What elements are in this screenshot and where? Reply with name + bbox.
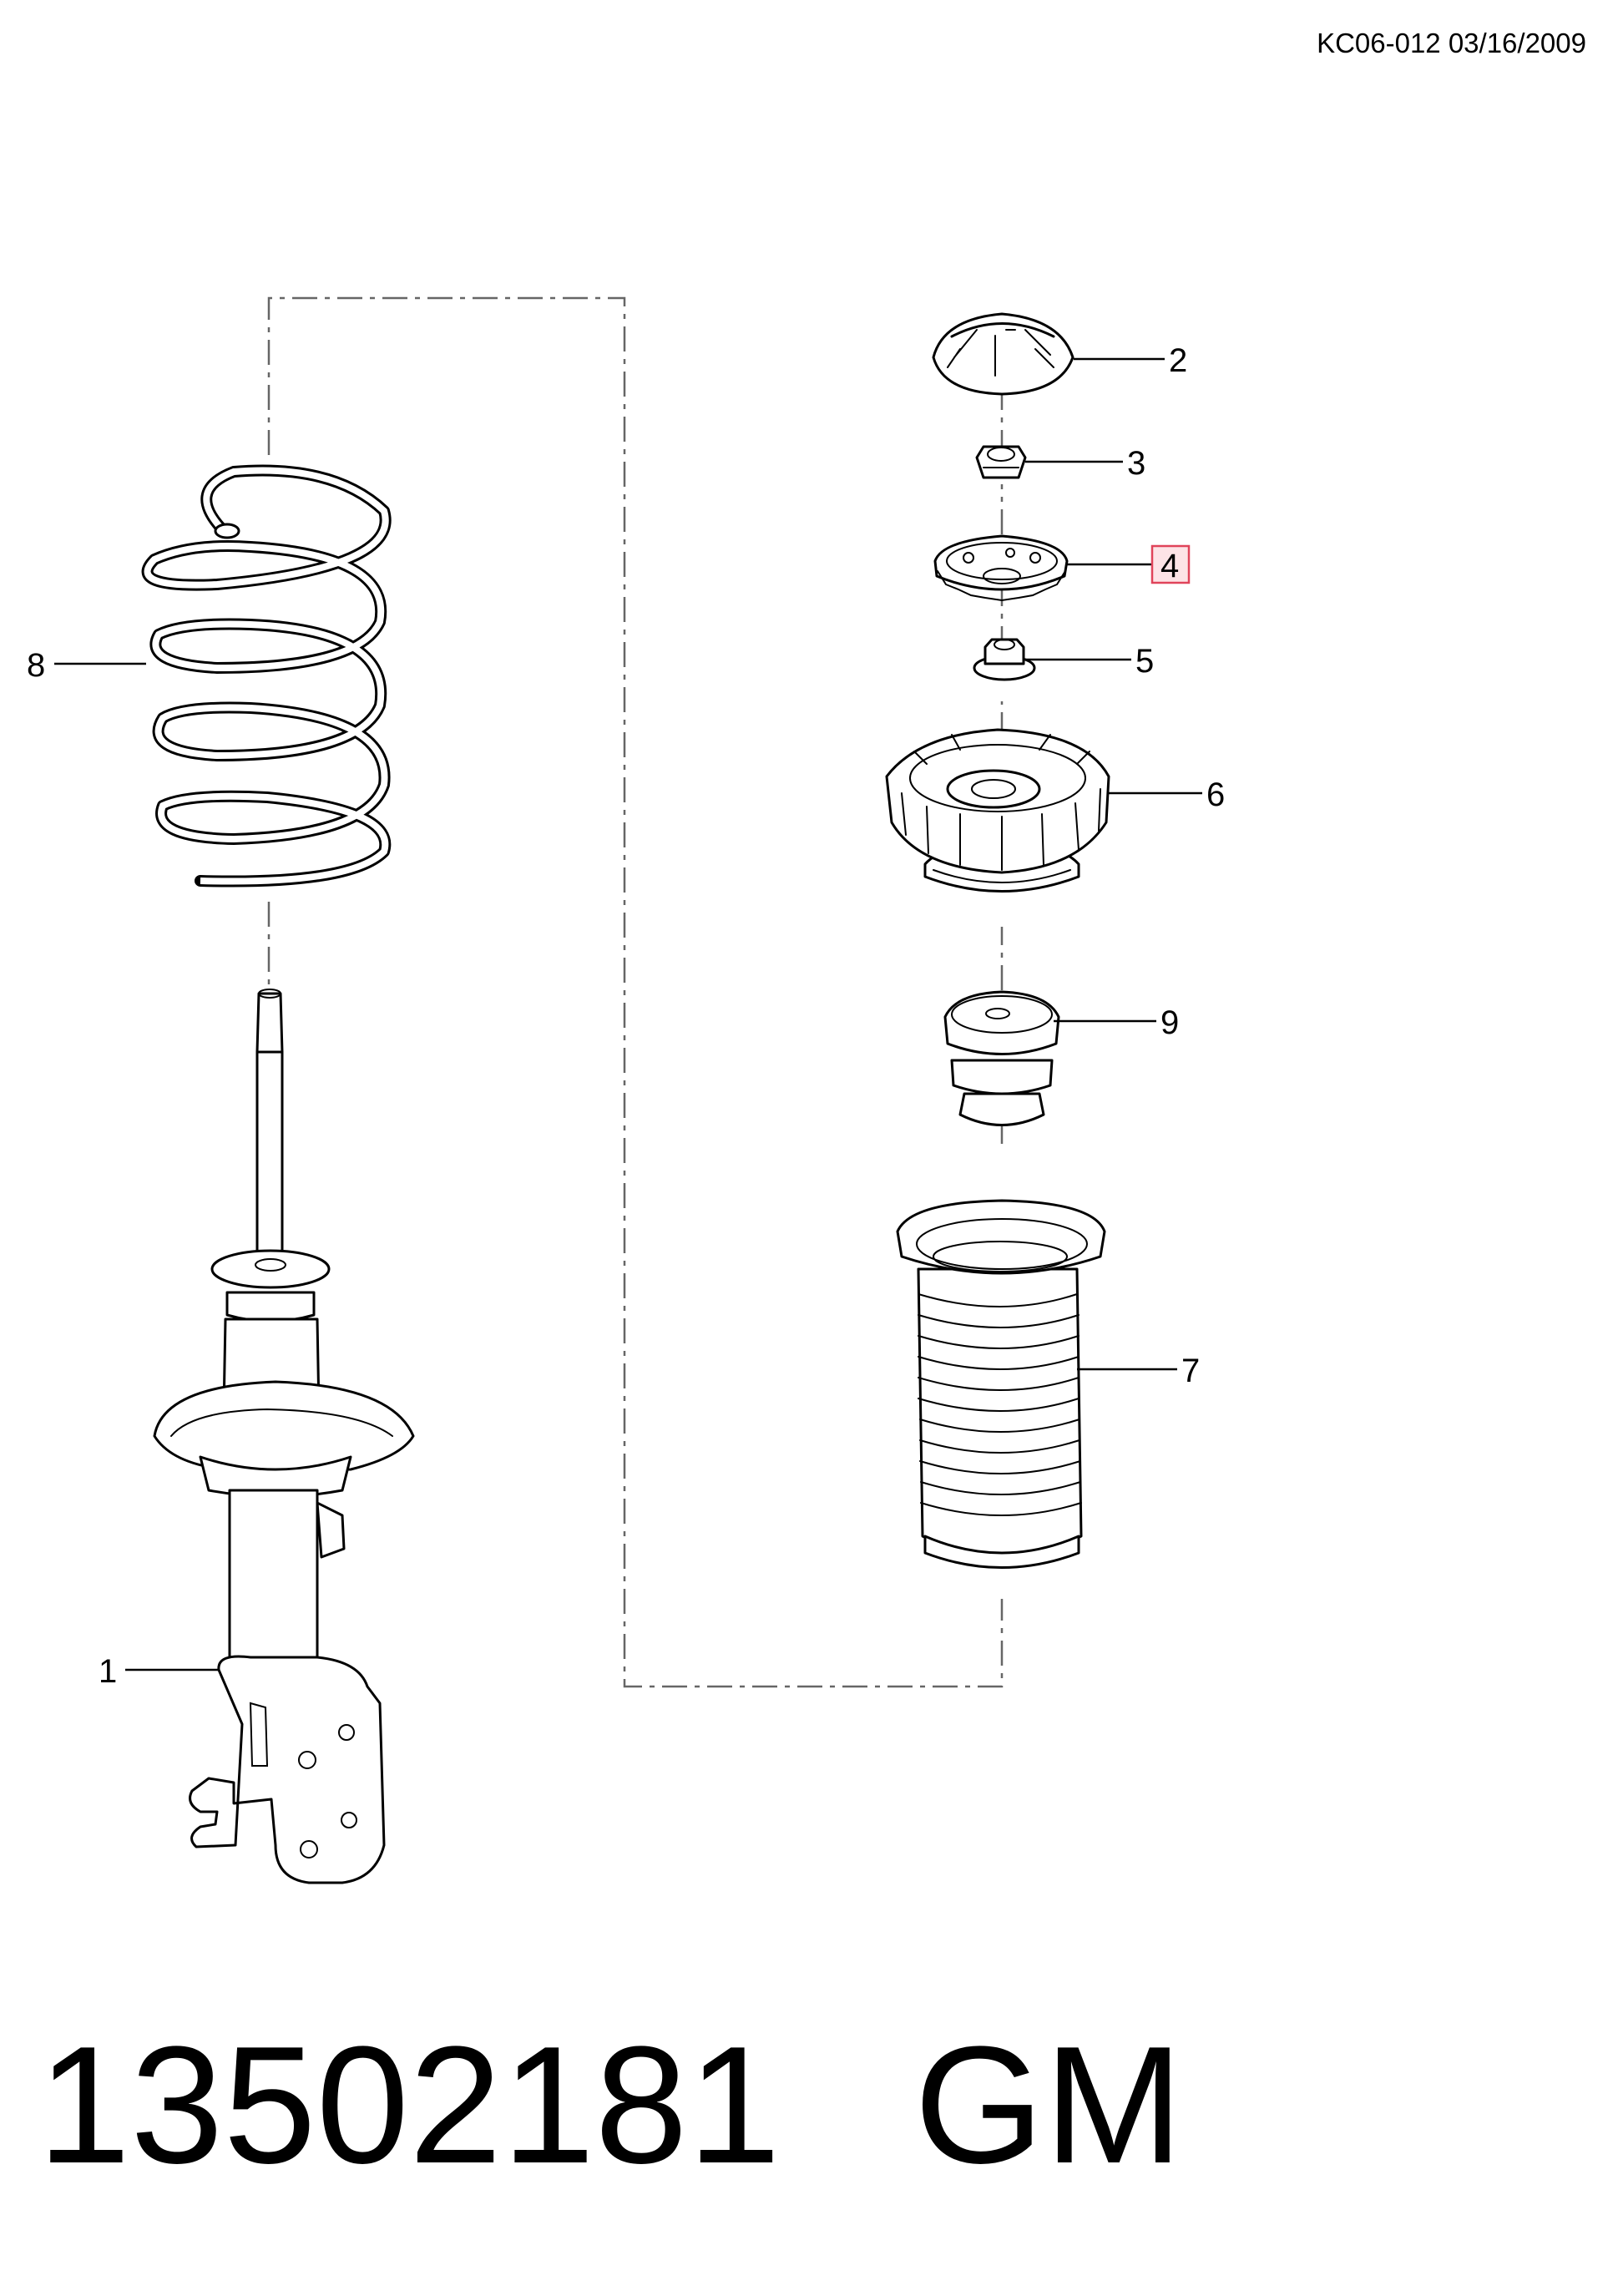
- part-5-flange-nut: [973, 638, 1036, 681]
- part-6-strut-mount: [885, 728, 1110, 893]
- callout-9[interactable]: 9: [1160, 1004, 1179, 1041]
- callout-1[interactable]: 1: [99, 1653, 117, 1690]
- callout-2[interactable]: 2: [1169, 342, 1187, 379]
- part-1-strut: [153, 989, 415, 1884]
- callout-3[interactable]: 3: [1127, 445, 1145, 482]
- callout-7[interactable]: 7: [1181, 1353, 1200, 1389]
- callout-4[interactable]: 4: [1160, 548, 1179, 584]
- callout-8[interactable]: 8: [27, 647, 45, 684]
- part-9-bump-stop: [943, 990, 1060, 1126]
- part-number: 13502181: [38, 2012, 781, 2198]
- callout-5[interactable]: 5: [1135, 643, 1154, 680]
- doc-reference: KC06-012 03/16/2009: [1317, 28, 1586, 58]
- part-3-lock-nut: [975, 445, 1027, 479]
- part-4-bearing-plate: [933, 534, 1069, 602]
- callout-6[interactable]: 6: [1206, 776, 1225, 813]
- brand-name: GM: [914, 2012, 1183, 2198]
- part-7-dust-boot: [896, 1199, 1106, 1569]
- part-8-coil-spring: [141, 464, 392, 888]
- callout-4-highlight: [1150, 544, 1191, 584]
- part-2-top-cap: [932, 312, 1074, 396]
